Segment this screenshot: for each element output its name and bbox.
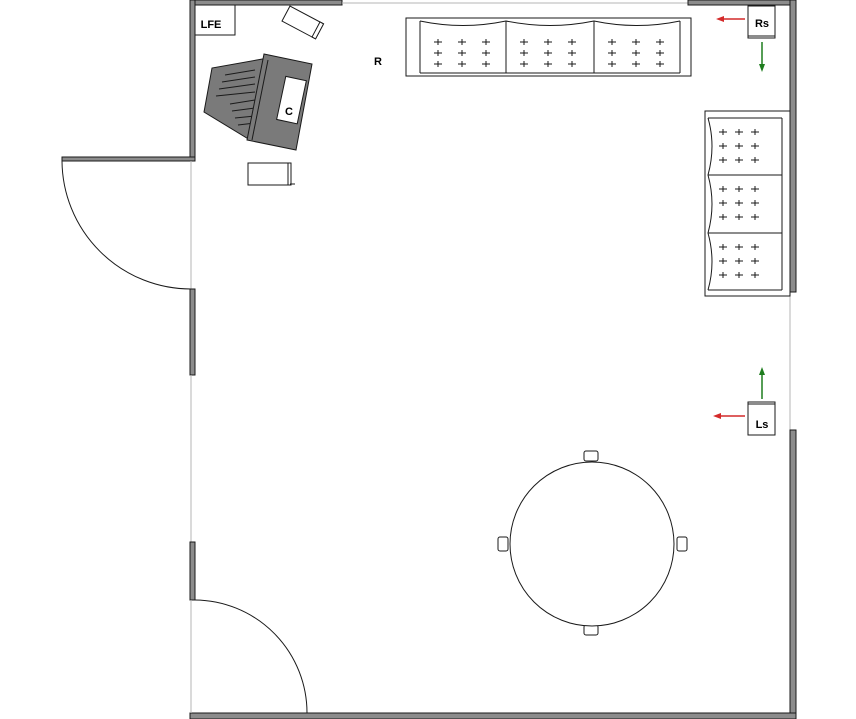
rs-label: Rs — [755, 18, 769, 30]
right-surround-speaker: Rs — [747, 5, 776, 39]
small-table-top — [281, 5, 325, 40]
door-jamb — [61, 156, 196, 162]
lfe-box — [194, 4, 236, 36]
dining-table — [497, 450, 688, 636]
rs-box — [747, 5, 776, 39]
lfe-label: LFE — [201, 19, 222, 31]
door-swing-arc — [194, 599, 308, 714]
left-surround-speaker: Ls — [747, 401, 776, 436]
armchair-seat — [246, 53, 313, 151]
table-top — [509, 461, 675, 627]
center-label: C — [285, 106, 293, 118]
sofa-right-tufts — [719, 129, 759, 278]
top-wall-right — [687, 0, 797, 6]
rs-vertical-arrow — [759, 42, 765, 72]
center-speaker — [276, 75, 307, 125]
door-upper-left — [61, 160, 192, 290]
rs-horizontal-arrow — [716, 16, 745, 22]
left-wall-top — [189, 0, 196, 162]
table-chair-right — [676, 536, 688, 552]
right-wall-upper — [789, 0, 797, 293]
sofa-top — [405, 17, 692, 77]
ls-vertical-arrow — [759, 367, 765, 399]
table-chair-left — [497, 536, 509, 552]
door-swing-arc — [61, 160, 192, 290]
sofa-top-tufts — [434, 39, 664, 67]
ls-label: Ls — [756, 419, 769, 431]
top-wall-left — [189, 0, 343, 6]
lfe-speaker: LFE — [194, 4, 236, 36]
right-speaker-label: R — [374, 56, 382, 68]
center-speaker-box — [276, 75, 307, 125]
room-walls — [61, 0, 797, 719]
sofa-right-frame — [704, 110, 791, 297]
table-chair-top — [583, 450, 599, 462]
left-wall-lower — [189, 541, 196, 601]
small-table-left — [247, 162, 295, 186]
ls-horizontal-arrow — [713, 413, 745, 419]
sofa-top-frame — [405, 17, 692, 77]
armchair — [203, 53, 313, 151]
ls-box — [747, 401, 776, 436]
sofa-right — [704, 110, 791, 297]
door-lower-left — [194, 599, 308, 714]
bottom-wall — [189, 712, 797, 719]
right-wall-lower — [789, 429, 797, 719]
left-wall-middle — [189, 288, 196, 376]
table-chair-bottom — [583, 624, 599, 636]
